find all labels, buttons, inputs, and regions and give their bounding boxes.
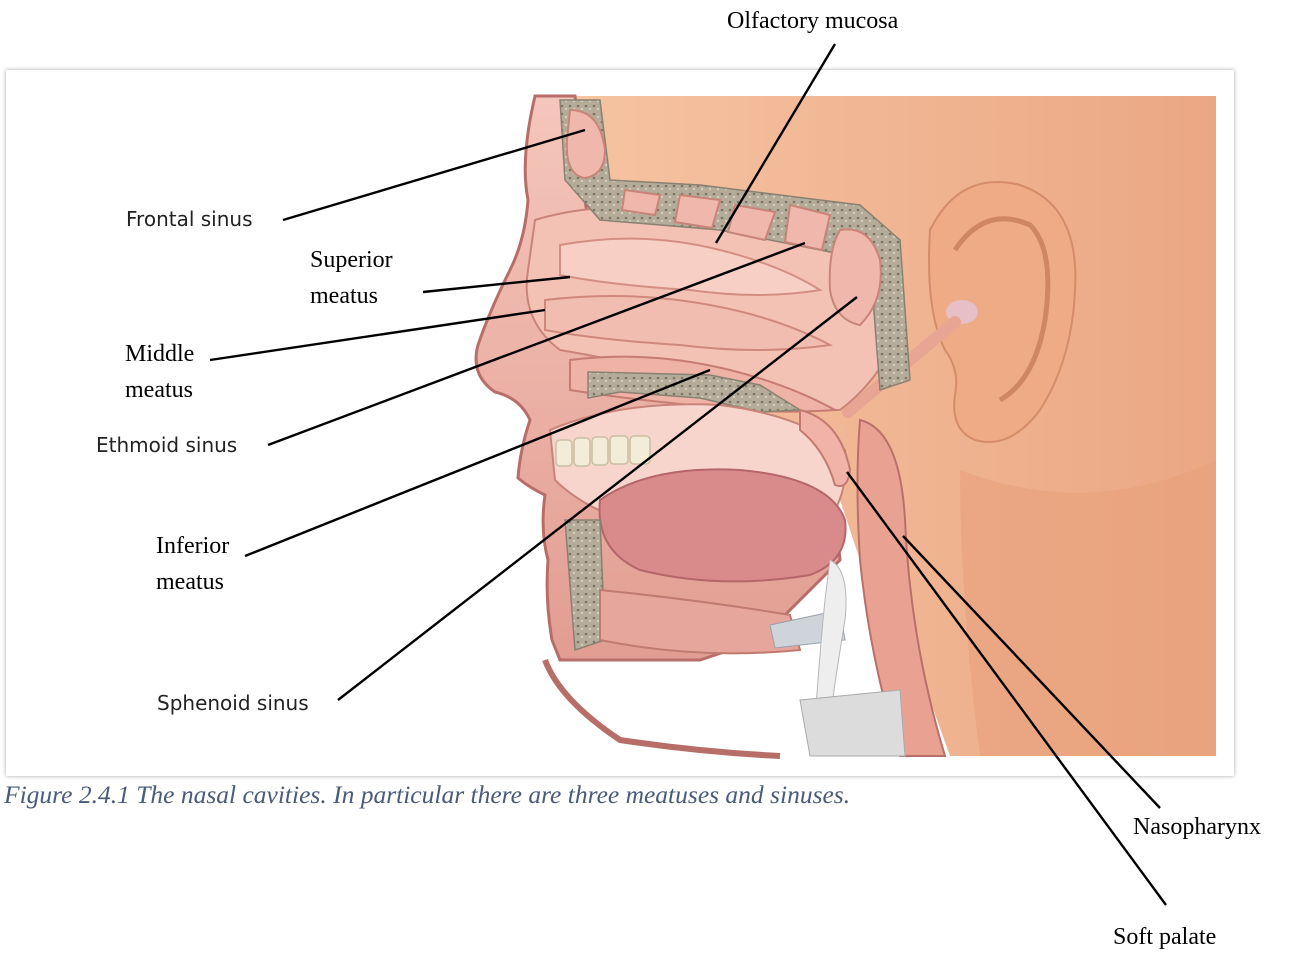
figure-caption: Figure 2.4.1 The nasal cavities. In part… <box>4 780 1124 810</box>
label-inferior-meatus-line2: meatus <box>156 565 224 599</box>
tongue <box>600 469 846 581</box>
neck-shadow <box>960 460 1216 756</box>
upper-teeth <box>556 436 650 466</box>
label-nasopharynx: Nasopharynx <box>1133 810 1261 844</box>
larynx <box>800 690 905 756</box>
label-inferior-meatus-line1: Inferior <box>156 529 229 563</box>
label-soft-palate: Soft palate <box>1113 920 1216 954</box>
label-ethmoid-sinus: Ethmoid sinus <box>96 433 237 457</box>
label-middle-meatus-line2: meatus <box>125 373 193 407</box>
label-sphenoid-sinus: Sphenoid sinus <box>157 691 309 715</box>
label-middle-meatus-line1: Middle <box>125 337 194 371</box>
label-superior-meatus-line2: meatus <box>310 279 378 313</box>
label-frontal-sinus: Frontal sinus <box>126 207 253 231</box>
label-superior-meatus-line1: Superior <box>310 243 393 277</box>
neck-edge <box>545 660 780 756</box>
label-olfactory-mucosa: Olfactory mucosa <box>727 4 898 38</box>
